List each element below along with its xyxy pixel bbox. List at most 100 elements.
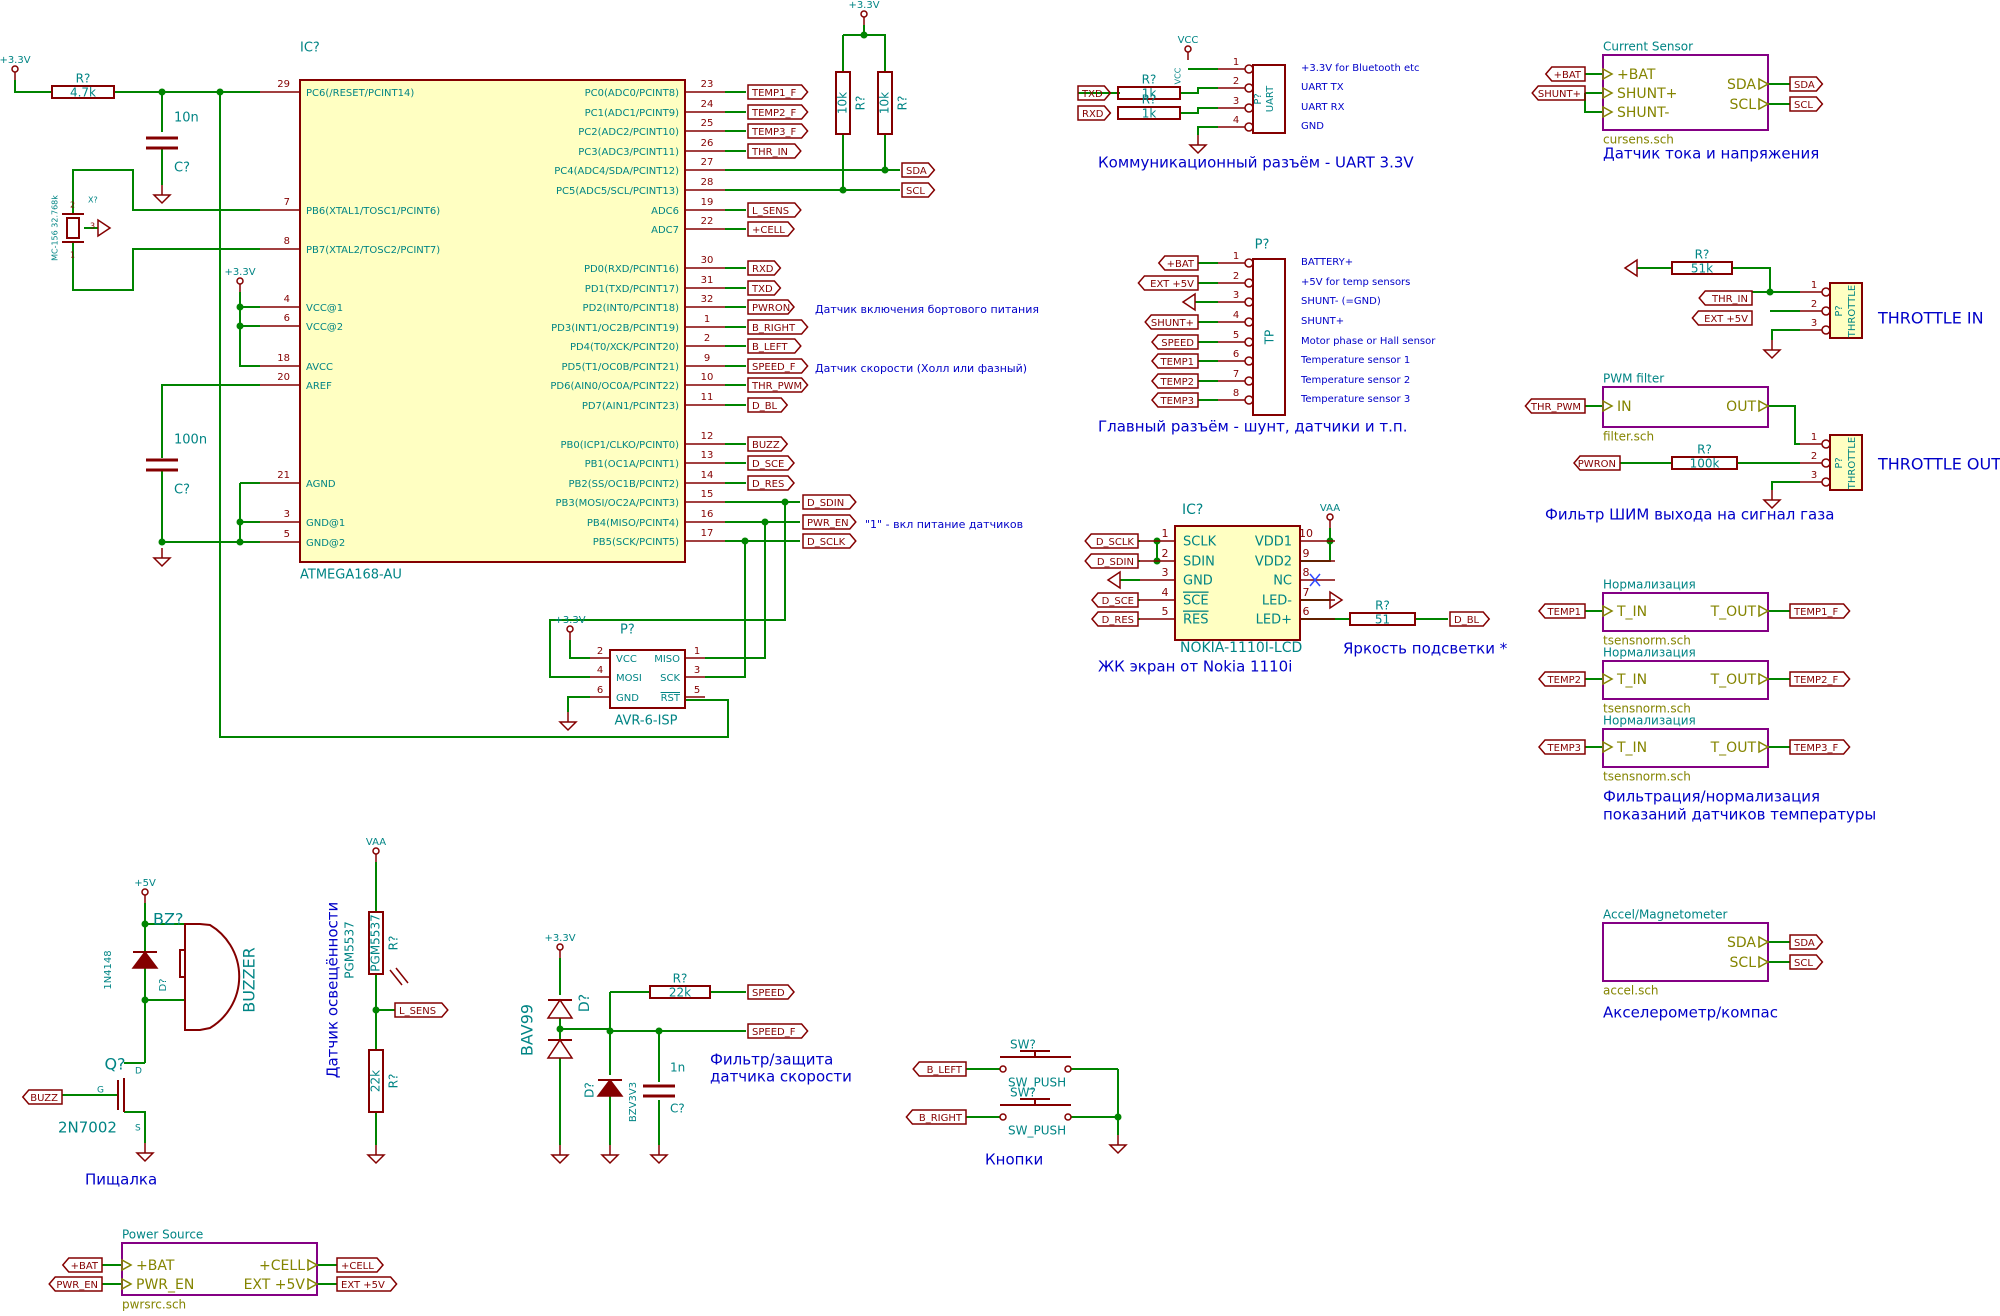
net-label: D_SDIN: [1097, 557, 1134, 568]
ground-symbol: [1623, 258, 1638, 278]
pin-number: 19: [701, 197, 714, 208]
capacitor-value: 1n: [670, 1061, 685, 1075]
sheet-pin-name: EXT +5V: [244, 1277, 306, 1293]
power-label: VAA: [1320, 503, 1340, 514]
net-label: EXT +5V: [1150, 279, 1194, 290]
pin-name: PB0(ICP1/CLKO/PCINT0): [561, 440, 680, 451]
note-speed: Датчик скорости (Холл или фазный): [815, 362, 1027, 375]
pin-name: RES: [1183, 613, 1209, 628]
junction-dot: [781, 498, 789, 506]
pin-number: 4: [284, 294, 290, 305]
ground-symbol: [1762, 349, 1782, 360]
net-label: TEMP3_F: [1793, 743, 1838, 754]
resistor-ref: R?: [1375, 599, 1390, 613]
pin-name: SCLK: [1183, 535, 1217, 550]
resistor-value: 51: [1375, 613, 1390, 627]
vcc-label: VCC: [1174, 67, 1183, 84]
switch-contact: [1064, 1113, 1072, 1121]
net-label-outline: [747, 436, 789, 452]
pin-number: 2: [704, 333, 710, 344]
diode-ref: D?: [158, 978, 169, 991]
net-label: +BAT: [71, 1261, 99, 1272]
sheet-pin-name: SCL: [1730, 955, 1757, 971]
sheet-pin-name: PWR_EN: [136, 1277, 194, 1293]
net-label-outline: [21, 1089, 63, 1105]
net-label-outline: [394, 1002, 449, 1018]
pin-number: 4: [597, 665, 603, 676]
pin-name: PB4(MISO/PCINT4): [587, 518, 679, 529]
net-label: PWRON: [1578, 459, 1616, 470]
net-label-outline: [802, 514, 857, 530]
pin-number: 23: [701, 79, 714, 90]
pin-number: 3: [1233, 290, 1239, 301]
pin-name: PC2(ADC2/PCINT10): [578, 127, 679, 138]
power-label: VCC: [1178, 35, 1199, 46]
pin-name: PC4(ADC4/SDA/PCINT12): [554, 166, 679, 177]
pin-name: GND: [616, 693, 639, 704]
nc-cross: [1309, 573, 1321, 587]
sheet-pin-name: +BAT: [1617, 67, 1656, 83]
net-label: SPEED: [1161, 338, 1194, 349]
pin-name: PD2(INT0/PCINT18): [583, 303, 680, 314]
connector-pin-head: [1821, 287, 1831, 297]
pin-number: 2: [70, 201, 75, 210]
ground-symbol: [1108, 1144, 1128, 1155]
pin-number: 7: [284, 197, 290, 208]
pin-name: VCC@2: [306, 322, 343, 333]
net-label-outline: [905, 1109, 967, 1125]
pin-number: 21: [277, 470, 290, 481]
net-label: D_SCE: [1102, 596, 1134, 607]
resistor-value: 22k: [369, 1070, 383, 1092]
net-label-outline: [1151, 392, 1199, 408]
pin-number: 1: [694, 646, 700, 657]
power-label: +3.3V: [224, 267, 255, 278]
resistor-value: 1k: [1142, 107, 1157, 121]
net-label: SDA: [906, 166, 927, 177]
wires: [14, 25, 1800, 1285]
pin-number: 1: [704, 314, 710, 325]
pin-name: PD5(T1/OC0B/PCINT21): [562, 362, 680, 373]
power-symbol: [1326, 513, 1334, 521]
pin-number: 5: [694, 685, 700, 696]
net-label: B_LEFT: [752, 342, 788, 353]
pin-number: 2: [1811, 299, 1817, 310]
wire: [239, 292, 260, 367]
net-label: SPEED: [752, 988, 785, 999]
power-symbol: [566, 625, 574, 633]
net-label-outline: [1789, 739, 1851, 755]
connector-value: THROTTLE: [1847, 437, 1858, 490]
pin-number: 1: [70, 251, 75, 260]
resistor: [649, 985, 711, 999]
mosfet-ref: Q?: [104, 1055, 125, 1074]
ground-symbol: [558, 721, 578, 732]
net-label-outline: [1091, 611, 1139, 627]
ldr-arrow: [389, 969, 403, 986]
pin-name: PD6(AIN0/OC0A/PCINT22): [550, 381, 679, 392]
ground-symbol: [1106, 570, 1121, 590]
pin-name: GND@2: [306, 538, 345, 549]
sheet-pin-name: IN: [1617, 399, 1632, 415]
junction-dot: [236, 303, 244, 311]
wire: [1768, 405, 1800, 445]
net-label: RXD: [752, 264, 774, 275]
net-label: SCL: [906, 186, 925, 197]
sheet-pin-name: SCL: [1730, 97, 1757, 113]
pin-number: 25: [701, 118, 714, 129]
pin-name: MOSI: [616, 673, 642, 684]
net-label: TXD: [1081, 89, 1103, 100]
net-label-outline: [1151, 353, 1199, 369]
speed-filter-caption-2: датчика скорости: [710, 1068, 852, 1086]
throttle-out-caption: THROTTLE OUT: [1877, 455, 2000, 474]
pin-number: 18: [277, 353, 290, 364]
sheet-pin: [1602, 105, 1614, 119]
pin-name: RST: [661, 693, 681, 704]
net-label: TEMP3_F: [751, 127, 796, 138]
sheet-title: Power Source: [122, 1228, 203, 1242]
net-label: TEMP3: [1160, 396, 1194, 407]
net-label-outline: [747, 104, 809, 120]
power-label: +3.3V: [544, 933, 575, 944]
net-label-outline: [747, 338, 802, 354]
sheet-file: tsensnorm.sch: [1603, 770, 1691, 784]
pin-name: MISO: [654, 654, 680, 665]
capacitor-ref: C?: [174, 161, 190, 176]
